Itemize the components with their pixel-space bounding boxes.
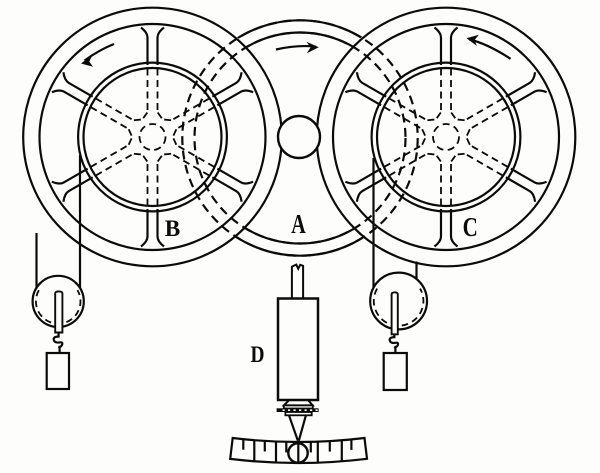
svg-text:C: C [463,212,478,242]
svg-text:B: B [165,216,181,241]
svg-text:D: D [251,342,265,367]
svg-text:A: A [291,209,306,239]
